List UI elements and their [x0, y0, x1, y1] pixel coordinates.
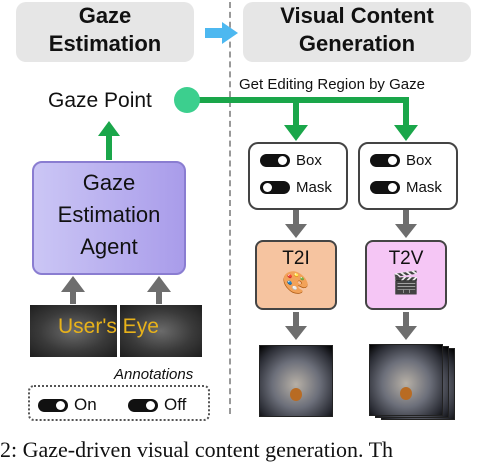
figure-caption-fragment: 2: Gaze-driven visual content generation…	[0, 437, 394, 462]
selector-video-box-row: Box	[370, 152, 432, 169]
box-toggle-on-icon	[260, 154, 290, 167]
clapperboard-icon: 🎬	[392, 270, 420, 295]
gaze-estimation-header-line1: Gaze	[78, 3, 132, 28]
selector-image-mask-label: Mask	[296, 179, 332, 196]
section-separator	[229, 2, 231, 414]
visual-content-header: Visual Content Generation	[243, 2, 471, 62]
teddy-bear-icon	[290, 388, 302, 401]
left-eye-image	[30, 305, 117, 357]
editing-region-label: Get Editing Region by Gaze	[239, 76, 425, 93]
mask-toggle-off-icon	[260, 181, 290, 194]
selector-panel-video: Box Mask	[358, 142, 458, 210]
selector-video-box-label: Box	[406, 152, 432, 169]
legend-off-label: Off	[164, 395, 187, 414]
selector-to-generator-arrows	[285, 210, 417, 238]
agent-label-line2: Estimation	[57, 202, 161, 227]
mask-toggle-on-icon	[370, 181, 400, 194]
agent-label-line3: Agent	[80, 234, 138, 259]
annotations-title: Annotations	[114, 366, 194, 383]
gaze-point-dot	[174, 87, 200, 113]
gaze-point-label: Gaze Point	[48, 89, 152, 112]
gaze-estimation-agent: Gaze Estimation Agent	[32, 161, 186, 275]
users-eye-label: User's Eye	[58, 315, 159, 338]
toggle-on-icon	[38, 398, 68, 412]
agent-label-line1: Gaze	[82, 170, 136, 195]
gaze-estimation-header-line2: Estimation	[48, 31, 162, 56]
legend-on: On	[38, 395, 97, 415]
t2v-label: T2V	[388, 248, 424, 269]
t2i-output-image	[259, 345, 333, 417]
generator-to-output-arrows	[285, 312, 417, 340]
t2v-output-frame-front	[369, 344, 443, 416]
flow-arrow-icon	[205, 22, 238, 44]
box-toggle-on-icon	[370, 154, 400, 167]
visual-content-header-line1: Visual Content	[280, 3, 434, 28]
annotations-legend: On Off	[28, 385, 210, 421]
gaze-routing-lines	[188, 97, 418, 141]
toggle-off-icon	[128, 398, 158, 412]
legend-off: Off	[128, 395, 186, 415]
selector-video-mask-row: Mask	[370, 179, 442, 196]
selector-image-box-row: Box	[260, 152, 322, 169]
agent-to-gaze-arrow	[98, 121, 120, 160]
eye-to-agent-arrows	[61, 276, 171, 304]
gaze-estimation-header: Gaze Estimation	[16, 2, 194, 62]
visual-content-header-line2: Generation	[298, 31, 416, 56]
t2i-generator: T2I 🎨	[255, 240, 337, 310]
t2i-label: T2I	[282, 248, 310, 269]
palette-icon: 🎨	[282, 270, 310, 295]
teddy-bear-icon	[400, 387, 412, 400]
selector-panel-image: Box Mask	[248, 142, 348, 210]
selector-video-mask-label: Mask	[406, 179, 442, 196]
selector-image-box-label: Box	[296, 152, 322, 169]
t2v-generator: T2V 🎬	[365, 240, 447, 310]
legend-on-label: On	[74, 395, 97, 414]
selector-image-mask-row: Mask	[260, 179, 332, 196]
right-eye-image	[120, 305, 202, 357]
